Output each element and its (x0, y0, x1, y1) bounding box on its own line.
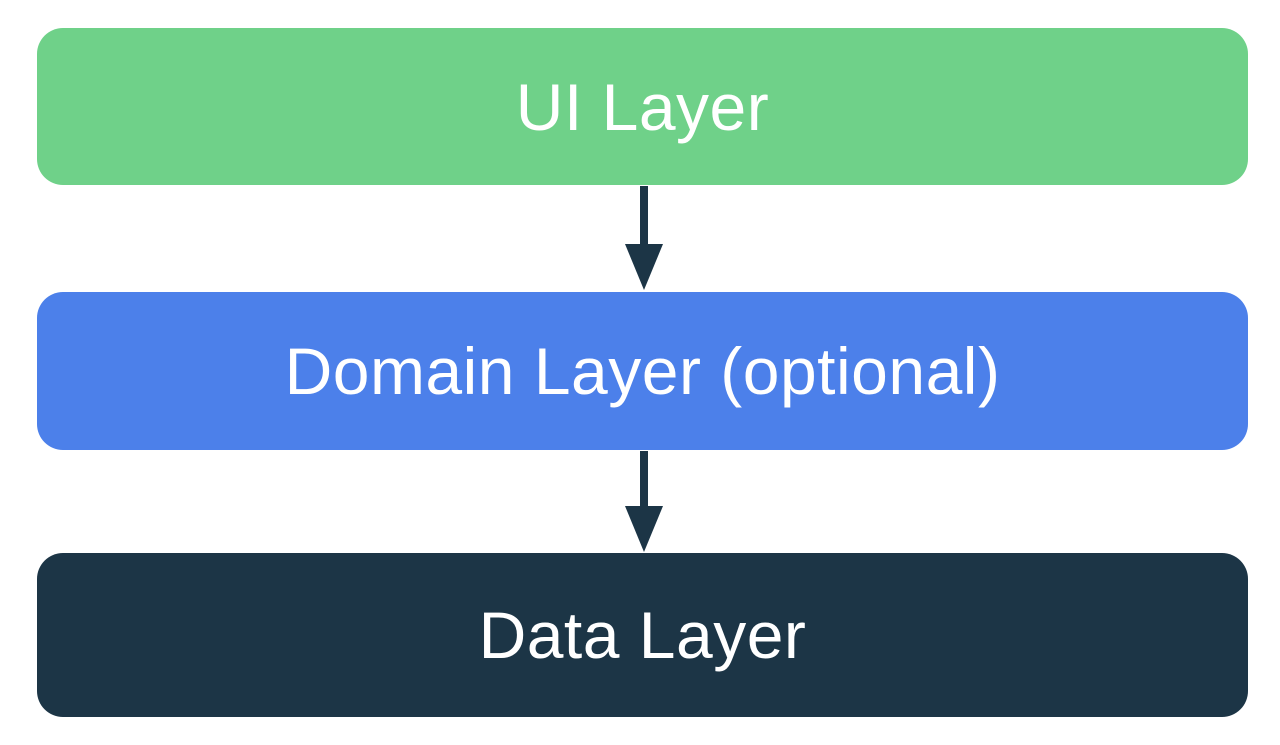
domain-layer-label: Domain Layer (optional) (284, 334, 1001, 408)
ui-layer-box: UI Layer (37, 28, 1248, 185)
arrow-ui-to-domain (624, 186, 663, 290)
data-layer-box: Data Layer (37, 553, 1248, 717)
arrow-domain-to-data (624, 451, 663, 552)
data-layer-label: Data Layer (478, 598, 807, 672)
domain-layer-box: Domain Layer (optional) (37, 292, 1248, 450)
ui-layer-label: UI Layer (515, 69, 770, 144)
arrow-shaft (639, 186, 648, 244)
arrow-down-icon (624, 244, 663, 290)
arrow-shaft (639, 451, 648, 506)
arrow-down-icon (624, 506, 663, 552)
